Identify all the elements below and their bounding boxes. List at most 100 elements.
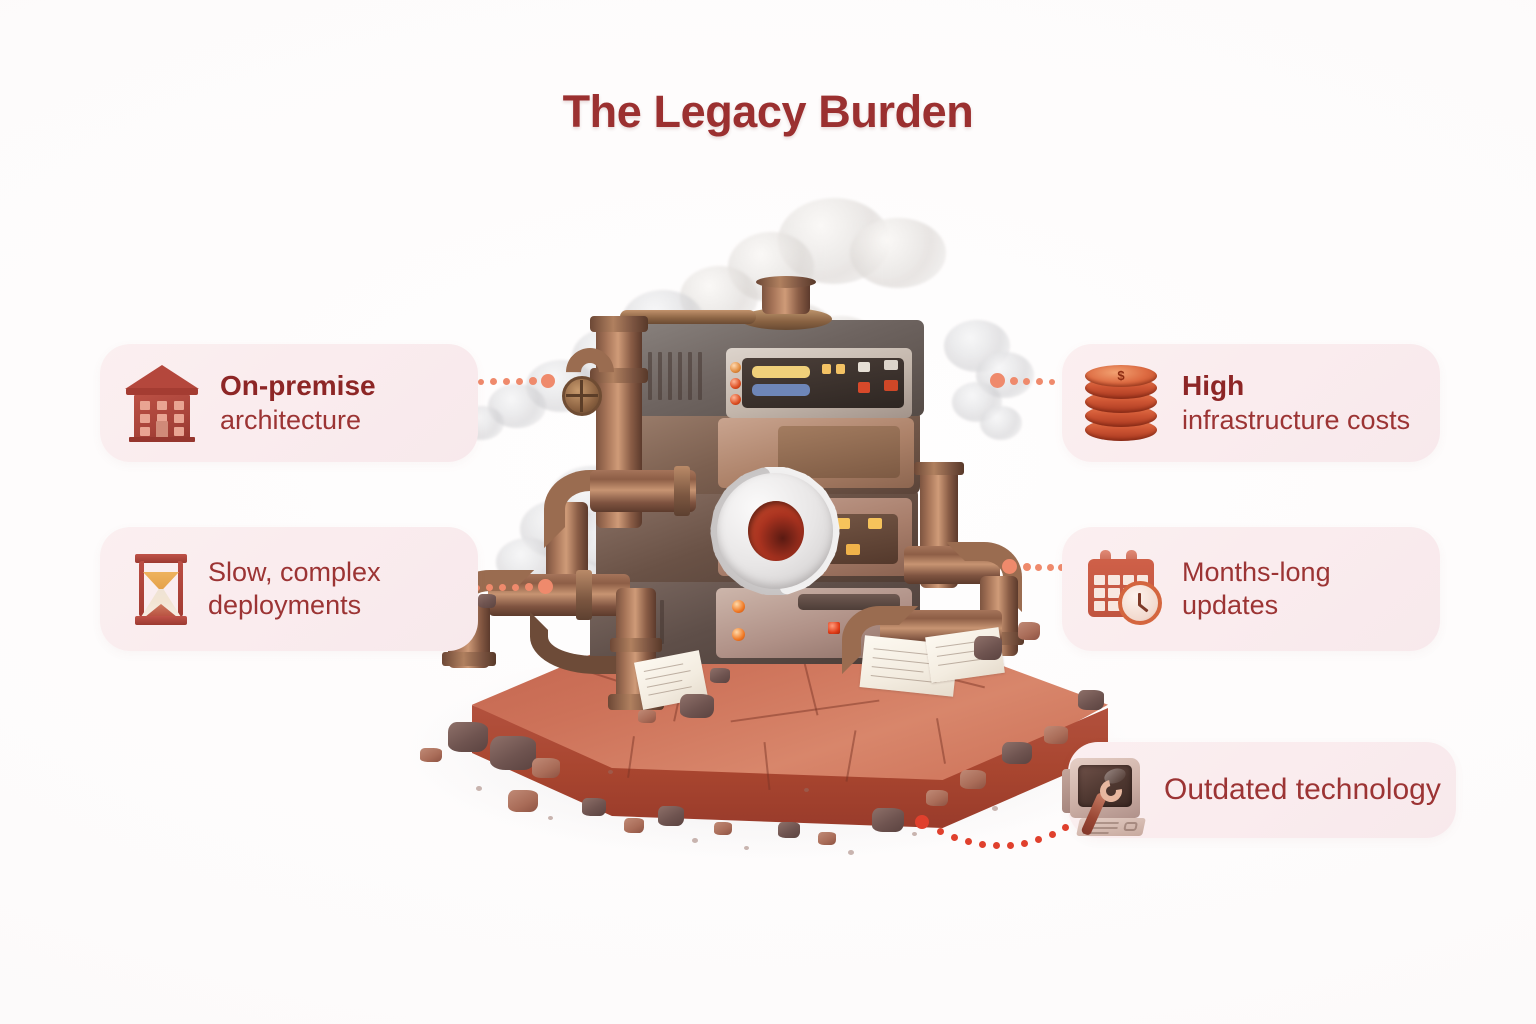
label-deployments[interactable]: Slow, complex deployments (100, 527, 478, 651)
label-on-premise[interactable]: On-premise architecture (100, 344, 478, 462)
gear-icon (708, 464, 842, 598)
connector-on-premise (478, 372, 555, 392)
led-indicator (730, 378, 741, 389)
vent-slit (688, 352, 692, 400)
grit-speck (992, 806, 998, 811)
rubble-rock (714, 822, 732, 835)
grit-speck (476, 786, 482, 791)
led-indicator (884, 360, 898, 370)
rubble-rock (710, 668, 730, 683)
chimney-base (740, 308, 832, 330)
rubble-rock (508, 790, 538, 812)
rubble-rock (1044, 726, 1068, 744)
label-deployments-text: Slow, complex deployments (208, 556, 381, 623)
gear-hub (748, 501, 804, 561)
label-line-2: updates (1182, 590, 1279, 620)
crt-computer-wrench-icon (1062, 752, 1162, 844)
rubble-rock (926, 790, 948, 806)
vent-slit (668, 352, 672, 400)
rubble-rock (638, 710, 656, 723)
connector-months-long (1002, 558, 1066, 578)
chimney-rim (756, 276, 816, 288)
calendar-clock-icon (1084, 546, 1166, 632)
rubble-rock (490, 736, 536, 770)
label-outdated-text: Outdated technology (1164, 771, 1441, 808)
rubble-rock (1018, 622, 1040, 640)
label-high-cost[interactable]: $ High infrastructure costs (1062, 344, 1440, 462)
perforated-panel (778, 426, 900, 478)
vent-slit (648, 352, 652, 400)
label-line-2: deployments (208, 590, 362, 620)
label-line-1: On-premise (220, 369, 376, 401)
grit-speck (804, 788, 809, 792)
grit-speck (848, 850, 854, 855)
rubble-rock (680, 694, 714, 718)
rubble-rock (658, 806, 684, 826)
vent-slit (660, 600, 664, 644)
pipe-collar (442, 652, 496, 666)
grit-speck (548, 816, 553, 820)
pipe-elbow (842, 606, 918, 674)
rubble-rock (478, 594, 496, 608)
label-high-cost-text: High infrastructure costs (1182, 369, 1410, 437)
label-on-premise-text: On-premise architecture (220, 369, 376, 437)
legacy-server-stack-illustration (380, 170, 1160, 870)
rubble-rock (1002, 742, 1032, 764)
label-line-1: Months-long (1182, 556, 1331, 587)
rubble-rock (1078, 690, 1104, 710)
label-months-long-text: Months-long updates (1182, 556, 1331, 623)
rubble-rock (420, 748, 442, 762)
label-line-2: infrastructure costs (1182, 404, 1411, 435)
led-indicator (730, 362, 741, 373)
rubble-rock (532, 758, 560, 778)
label-months-long[interactable]: Months-long updates (1062, 527, 1440, 651)
led-indicator (732, 628, 745, 641)
rubble-rock (448, 722, 488, 752)
led-indicator (858, 362, 870, 372)
led-indicator (836, 364, 845, 374)
grit-speck (608, 770, 613, 774)
display-screen-blue (752, 384, 810, 396)
smoke-puff (850, 218, 946, 288)
vent-slit (678, 352, 682, 400)
vent-slit (658, 352, 662, 400)
rubble-rock (960, 770, 986, 789)
grit-speck (744, 846, 749, 850)
led-indicator (732, 600, 745, 613)
rubble-rock (624, 818, 644, 833)
rubble-rock (818, 832, 836, 845)
label-line-1: Slow, complex (208, 556, 381, 587)
building-icon (124, 361, 200, 445)
connector-high-cost (990, 372, 1064, 392)
label-outdated[interactable]: Outdated technology (1068, 742, 1456, 838)
grit-speck (912, 832, 917, 836)
connector-deployments (474, 578, 553, 598)
led-indicator (828, 622, 840, 634)
pipe-collar (590, 316, 648, 332)
valve-spoke (566, 394, 598, 397)
led-indicator (730, 394, 741, 405)
hourglass-icon (130, 549, 192, 629)
clock-face (1118, 581, 1162, 625)
rubble-rock (778, 822, 800, 838)
label-line-1: High (1182, 369, 1245, 401)
pipe-collar (590, 368, 648, 383)
label-line-1: Outdated technology (1164, 773, 1441, 807)
led-indicator (822, 364, 831, 374)
coin-symbol: $ (1117, 368, 1125, 383)
page-title: The Legacy Burden (562, 86, 974, 137)
amber-led (868, 518, 882, 529)
pipe-collar (674, 466, 690, 516)
pipe-collar (576, 570, 592, 620)
vent-slit (698, 352, 702, 400)
amber-led (836, 518, 850, 529)
pipe-collar (610, 638, 662, 652)
pipe-collar (914, 462, 964, 475)
server-top-rail (620, 310, 756, 324)
coin-stack-icon: $ (1082, 360, 1162, 446)
grit-speck (692, 838, 698, 843)
amber-led (846, 544, 860, 555)
rubble-rock (974, 636, 1002, 660)
rubble-rock (582, 798, 606, 816)
